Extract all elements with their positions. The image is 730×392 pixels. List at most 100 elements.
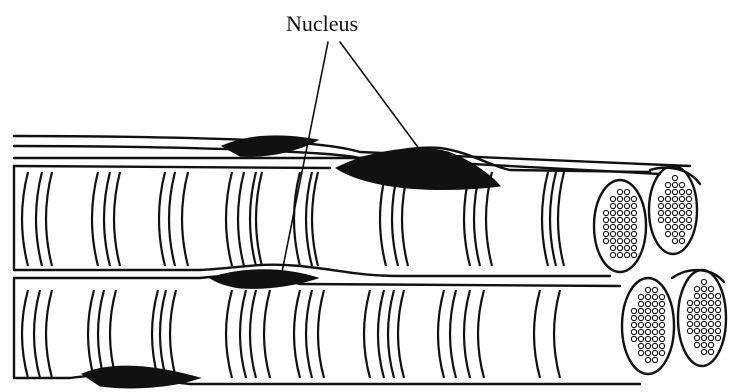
striation-band	[388, 290, 394, 378]
myofibril-dot	[610, 238, 615, 243]
myofibril-dot	[708, 293, 713, 298]
myofibril-dot	[610, 196, 615, 201]
striation-band	[226, 290, 232, 378]
myofibril-dot	[617, 203, 622, 208]
myofibril-dot	[665, 217, 670, 222]
striation-band	[550, 172, 556, 266]
striation-band	[160, 290, 166, 378]
myofibril-dot	[686, 189, 691, 194]
myofibril-dot	[708, 321, 713, 326]
myofibril-dot	[658, 217, 663, 222]
myofibril-dot	[652, 301, 657, 306]
myofibril-dot	[624, 252, 629, 257]
myofibril-dot	[617, 245, 622, 250]
myofibril-dot	[715, 300, 720, 305]
myofibril-dot	[687, 328, 692, 333]
myofibril-dot	[687, 300, 692, 305]
myofibril-dot	[708, 307, 713, 312]
myofibril-dot	[686, 196, 691, 201]
striation-band	[159, 172, 165, 266]
myofibril-dot	[610, 245, 615, 250]
myofibril-dot	[624, 196, 629, 201]
myofibril-dot	[631, 196, 636, 201]
striation-band	[226, 172, 232, 266]
myofibril-dot	[679, 217, 684, 222]
myofibril-dot	[638, 329, 643, 334]
striation-band	[22, 172, 28, 266]
striation-band	[478, 290, 484, 378]
myofibril-dot	[701, 293, 706, 298]
myofibril-dot	[715, 335, 720, 340]
myofibril-dot	[708, 342, 713, 347]
myofibril-dot	[617, 189, 622, 194]
striation-band	[110, 290, 116, 378]
striation-band	[92, 172, 98, 266]
striation-band	[464, 290, 470, 378]
myofibril-dot	[624, 245, 629, 250]
myofibril-dot	[631, 203, 636, 208]
myofibril-dot	[645, 287, 650, 292]
myofibril-dot	[631, 231, 636, 236]
myofibril-dot	[631, 210, 636, 215]
myofibril-dot	[694, 307, 699, 312]
myofibril-dot	[679, 231, 684, 236]
myofibril-dot	[694, 335, 699, 340]
myofibril-dot	[708, 349, 713, 354]
striation-band	[364, 290, 370, 378]
myofibril-dot	[686, 203, 691, 208]
striation-band	[22, 290, 28, 378]
myofibril-dot	[672, 196, 677, 201]
myofibril-dot	[708, 314, 713, 319]
myofibril-dot	[638, 315, 643, 320]
striation-band	[46, 290, 52, 378]
striation-band	[46, 172, 52, 266]
myofibril-dot	[658, 210, 663, 215]
myofibril-dot	[701, 307, 706, 312]
myofibril-dot	[631, 322, 636, 327]
myofibril-dot	[631, 252, 636, 257]
myofibril-dot	[652, 294, 657, 299]
myofibril-dot	[617, 231, 622, 236]
myofibril-dot	[652, 357, 657, 362]
myofibril-dot	[715, 321, 720, 326]
myofibril-dot	[624, 217, 629, 222]
lower-muscle-fibre	[14, 270, 726, 388]
myofibril-dot	[645, 294, 650, 299]
myofibril-dot	[679, 210, 684, 215]
myofibril-dot	[652, 336, 657, 341]
striation-band	[36, 172, 42, 266]
myofibril-dot	[645, 315, 650, 320]
myofibril-dot	[617, 252, 622, 257]
myofibril-dot	[672, 175, 677, 180]
myofibril-dot	[638, 343, 643, 348]
myofibril-dot	[624, 203, 629, 208]
striation-band	[170, 290, 176, 378]
myofibril-dot	[659, 294, 664, 299]
myofibril-dot	[687, 307, 692, 312]
myofibril-dot	[631, 308, 636, 313]
myofibril-dot	[659, 329, 664, 334]
striation-band	[450, 290, 456, 378]
myofibril-dot	[694, 321, 699, 326]
myofibril-dot	[708, 335, 713, 340]
myofibril-dot	[687, 314, 692, 319]
myofibril-dot	[665, 210, 670, 215]
leader-line-upper	[340, 42, 420, 150]
myofibril-dot	[617, 196, 622, 201]
myofibril-dot	[624, 189, 629, 194]
myofibril-dot	[645, 357, 650, 362]
myofibril-dot	[672, 231, 677, 236]
myofibril-dot	[652, 350, 657, 355]
myofibril-dot	[638, 336, 643, 341]
striation-band	[34, 290, 40, 378]
myofibril-dot	[610, 203, 615, 208]
myofibril-dot	[631, 245, 636, 250]
myofibril-dot	[645, 301, 650, 306]
myofibril-dot	[665, 189, 670, 194]
myofibril-dot	[694, 342, 699, 347]
myofibril-dot	[624, 231, 629, 236]
myofibril-dot	[701, 335, 706, 340]
striation-band	[169, 172, 175, 266]
myofibril-dot	[701, 321, 706, 326]
myofibril-dot	[658, 196, 663, 201]
